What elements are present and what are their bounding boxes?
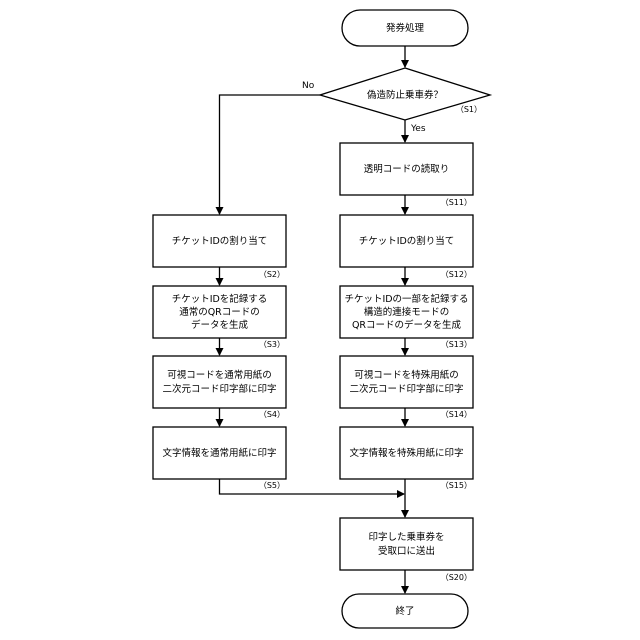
process-box-s15: 文字情報を特殊用紙に印字 （S15）: [340, 427, 473, 490]
yes-branch-label: Yes: [410, 124, 426, 134]
decision-node: 偽造防止乗車券？ （S1）: [320, 68, 490, 120]
step-label-s11: （S11）: [441, 198, 472, 207]
step-label-s3: （S3）: [259, 340, 285, 349]
process-box-s13: チケットIDの一部を記録する 構造的連接モードの QRコードのデータを生成 （S…: [340, 286, 473, 349]
step-label-s12: （S12）: [441, 270, 472, 279]
process-text-s13-line2: 構造的連接モードの: [364, 306, 450, 318]
process-text-s20-line1: 印字した乗車券を: [368, 531, 444, 543]
step-label-s5: （S5）: [259, 481, 285, 490]
process-text-s11: 透明コードの読取り: [364, 163, 450, 175]
process-text-s3-line1: チケットIDを記録する: [172, 293, 268, 305]
process-text-s13-line3: QRコードのデータを生成: [352, 319, 462, 331]
step-label-s2: （S2）: [259, 270, 285, 279]
process-text-s12: チケットIDの割り当て: [359, 235, 455, 247]
start-terminal: 発券処理: [342, 10, 468, 46]
process-text-s3-line3: データを生成: [191, 319, 249, 331]
process-text-s14-line2: 二次元コード印字部に印字: [349, 383, 463, 395]
decision-label: 偽造防止乗車券？: [367, 89, 443, 101]
decision-step-label: （S1）: [456, 105, 482, 114]
process-box-s20: 印字した乗車券を 受取口に送出 （S20）: [340, 518, 473, 582]
step-label-s13: （S13）: [441, 340, 472, 349]
process-text-s4-line1: 可視コードを通常用紙の: [167, 369, 272, 381]
step-label-s20: （S20）: [441, 573, 472, 582]
process-box-s14: 可視コードを特殊用紙の 二次元コード印字部に印字 （S14）: [340, 356, 473, 419]
process-text-s5: 文字情報を通常用紙に印字: [162, 447, 276, 459]
process-text-s13-line1: チケットIDの一部を記録する: [344, 293, 468, 305]
start-label: 発券処理: [386, 22, 425, 34]
arrow-s5-to-merge: [220, 479, 405, 494]
end-terminal: 終了: [342, 594, 468, 628]
process-box-s11: 透明コードの読取り （S11）: [340, 143, 473, 207]
no-branch-label: No: [302, 81, 315, 91]
process-text-s15: 文字情報を特殊用紙に印字: [349, 447, 463, 459]
process-text-s14-line1: 可視コードを特殊用紙の: [354, 369, 459, 381]
process-text-s20-line2: 受取口に送出: [378, 545, 435, 557]
arrow-decision-no: [220, 95, 321, 214]
process-box-s12: チケットIDの割り当て （S12）: [340, 215, 473, 279]
process-text-s4-line2: 二次元コード印字部に印字: [162, 383, 276, 395]
end-label: 終了: [395, 605, 414, 617]
process-text-s2: チケットIDの割り当て: [172, 235, 268, 247]
step-label-s4: （S4）: [259, 410, 285, 419]
step-label-s14: （S14）: [441, 410, 472, 419]
process-text-s3-line2: 通常のQRコードの: [179, 306, 260, 318]
step-label-s15: （S15）: [441, 481, 472, 490]
